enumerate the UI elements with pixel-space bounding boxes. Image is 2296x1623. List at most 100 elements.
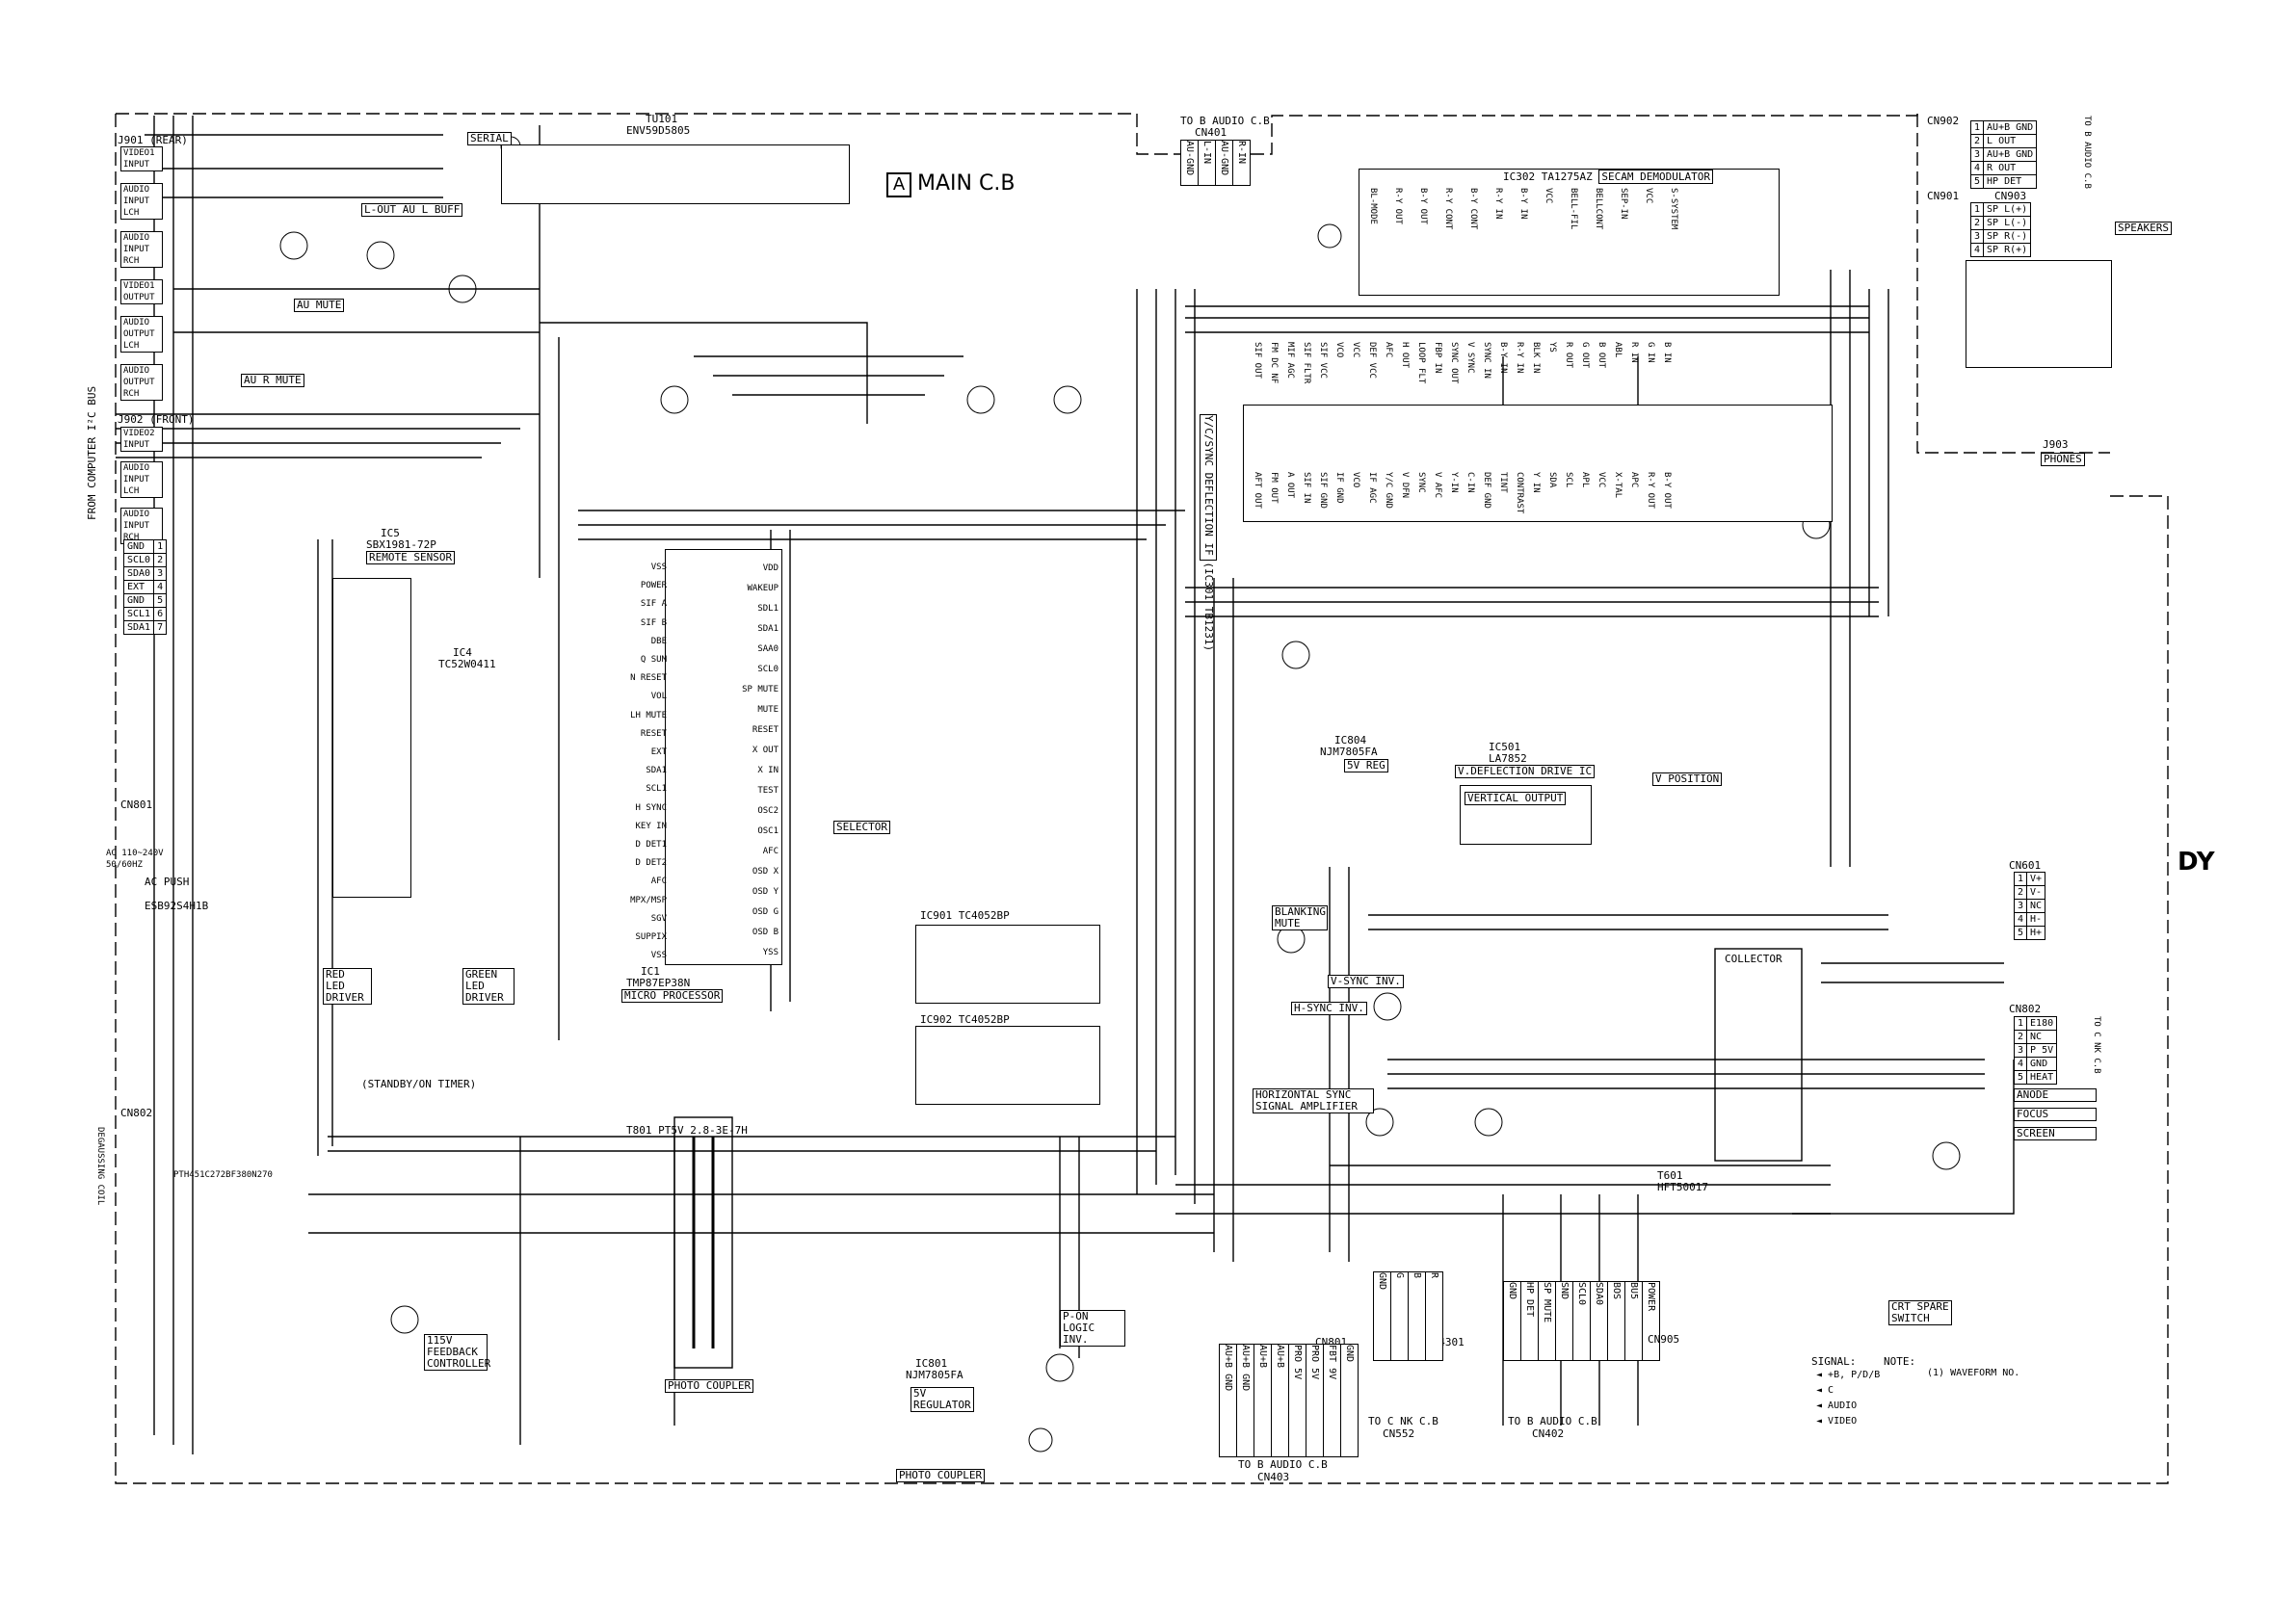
cn552-pin: GND [1373, 1271, 1391, 1361]
legend-item: ◄ AUDIO [1816, 1400, 1858, 1411]
ic1-label: MICRO PROCESSOR [621, 989, 724, 1003]
speakers-label: SPEAKERS [2115, 222, 2172, 235]
ic301-pin: IF AGC [1367, 472, 1377, 504]
ic1-part: TMP87EP38N [626, 977, 691, 989]
ic1-pin: D DET1 [635, 840, 667, 851]
ic4-part: TC52W0411 [438, 658, 496, 670]
i2c-pin: SDA0 [122, 566, 155, 581]
ic301-pin: CONTRAST [1515, 472, 1524, 514]
ic1-pin: AFC [762, 847, 779, 856]
ic801-label: 5V REGULATOR [910, 1387, 974, 1412]
cn402-pin: BOS [1607, 1281, 1625, 1361]
cn802-label: CN802 [2009, 1003, 2042, 1015]
cn901-pin: SP L(-) [1983, 216, 2032, 230]
note-title: NOTE: [1884, 1355, 1916, 1368]
ic1-pin: SCL1 [646, 784, 667, 795]
legend-item: ◄ C [1816, 1385, 1834, 1396]
green-led-block: GREEN LED DRIVER [462, 968, 515, 1005]
board-letter: A [886, 172, 911, 197]
ic301-pin: AFC [1384, 342, 1393, 358]
ic501-ref: IC501 [1489, 741, 1521, 753]
cn802-pin: E180 [2026, 1016, 2058, 1031]
ic301-pin: SYNC OUT [1449, 342, 1459, 384]
ic301-pin: SIF OUT [1253, 342, 1262, 379]
ic1-pin: WAKEUP [747, 584, 779, 593]
ic301-pin: C-IN [1465, 472, 1475, 493]
ic302-pin: BELL-FIL [1569, 188, 1578, 230]
ic5-part: SBX1981-72P [366, 538, 436, 551]
ic302-pin: B-Y CONT [1468, 188, 1478, 230]
cn403-pin: AU+B [1254, 1344, 1272, 1457]
ic301-pin: SIF GND [1318, 472, 1328, 509]
front-jack-2: AUDIO INPUT LCH [120, 461, 163, 498]
ic301-pin: TINT [1498, 472, 1508, 493]
ic801-part: NJM7805FA [906, 1369, 963, 1381]
cn402-pin: SDA0 [1590, 1281, 1608, 1361]
l-out-block: L-OUT AU L BUFF [361, 203, 463, 217]
front-jack-list: VIDEO2 INPUT AUDIO INPUT LCH AUDIO INPUT… [120, 427, 164, 544]
cn552-pin: G [1390, 1271, 1409, 1361]
legend-item: ◄ +B, P/D/B [1816, 1370, 1881, 1380]
t801-label: T801 PT5V 2.8-3E-7H [626, 1124, 748, 1137]
ic301-pin: MIF AGC [1285, 342, 1295, 379]
ic1-pin: OSC1 [757, 826, 779, 836]
cn403-label: CN403 [1257, 1471, 1290, 1483]
ic302-pin: R-Y OUT [1393, 188, 1403, 224]
cn402-pin: SCL0 [1572, 1281, 1591, 1361]
cn403-pin: AU+B [1271, 1344, 1289, 1457]
ic1-pin: RESET [752, 725, 779, 735]
ic302-pin: VCC [1644, 188, 1653, 204]
cn903-label: CN903 [1994, 190, 2027, 202]
ic302-pin: R-Y IN [1493, 188, 1503, 220]
cn802-ac-label: CN802 [120, 1107, 153, 1119]
ic1-pin: OSC2 [757, 806, 779, 816]
legend-waveform: (1) WAVEFORM NO. [1927, 1368, 2020, 1378]
ic801-ref: IC801 [915, 1357, 948, 1370]
ic301-pin: VCO [1334, 342, 1344, 358]
ic301-pin: VCO [1351, 472, 1360, 488]
ic301-pin: APC [1629, 472, 1639, 488]
cn402-label: CN402 [1532, 1427, 1565, 1440]
ic1-pin: Q SUM [640, 655, 667, 666]
cn403-pin: FBT 9V [1323, 1344, 1341, 1457]
rear-jack-2: AUDIO INPUT LCH [120, 183, 163, 220]
tuner-box [501, 144, 850, 204]
anode-lead: ANODE [2014, 1088, 2097, 1102]
cn902-pin: AU+B GND [1983, 147, 2038, 162]
crt-spare-block: CRT SPARE SWITCH [1888, 1300, 1952, 1325]
ic1-pin: OSD G [752, 907, 779, 917]
ic1-pin: POWER [640, 581, 667, 591]
ic301-pin: SIF IN [1302, 472, 1311, 504]
ic301-pin: YS [1547, 342, 1557, 353]
ic1-left-pins: VSS POWER SIF A SIF B DBE Q SUM N RESET … [607, 559, 667, 965]
degauss-label: DEGAUSSING COIL [95, 1127, 105, 1206]
ic1-pin: SDA1 [757, 624, 779, 634]
ic1-pin: SUPPIX [635, 932, 667, 943]
ic1-pin: OSD Y [752, 887, 779, 897]
rear-jack-1: VIDEO1 INPUT [120, 146, 163, 171]
cn402-pin: POWER [1642, 1281, 1660, 1361]
ic301-pin: SIF VCC [1318, 342, 1328, 379]
ic1-pin: VSS [650, 951, 667, 961]
ic301-pin: IF GND [1334, 472, 1344, 504]
ic302-pin: SEP-IN [1619, 188, 1628, 220]
cn902-pin: R OUT [1983, 161, 2038, 175]
t601-part: HFT50017 [1657, 1181, 1708, 1193]
legend-item: ◄ VIDEO [1816, 1416, 1858, 1427]
ic301-pin: DEF GND [1482, 472, 1491, 509]
ic1-pin: H SYNC [635, 802, 667, 813]
ic804-label: 5V REG [1344, 759, 1388, 772]
ic1-pin: SGV [650, 913, 667, 924]
ic301-bottom-pins: AFT OUT FM OUT A OUT SIF IN SIF GND IF G… [1253, 472, 1672, 520]
ic302-pin: B-Y IN [1518, 188, 1528, 220]
cn402-pin: SND [1555, 1281, 1573, 1361]
cn601-pin: V- [2026, 885, 2046, 900]
ic301-pin: V SYNC [1465, 342, 1475, 374]
cn402-connector: GND HP DET SP MUTE SND SCL0 SDA0 BOS BU5… [1503, 1281, 1660, 1361]
screen-lead: SCREEN [2014, 1127, 2097, 1140]
ic1-pin: SIF B [640, 617, 667, 628]
cn905-label: CN905 [1648, 1333, 1680, 1346]
photo-coupler-2-block: PHOTO COUPLER [896, 1469, 986, 1482]
